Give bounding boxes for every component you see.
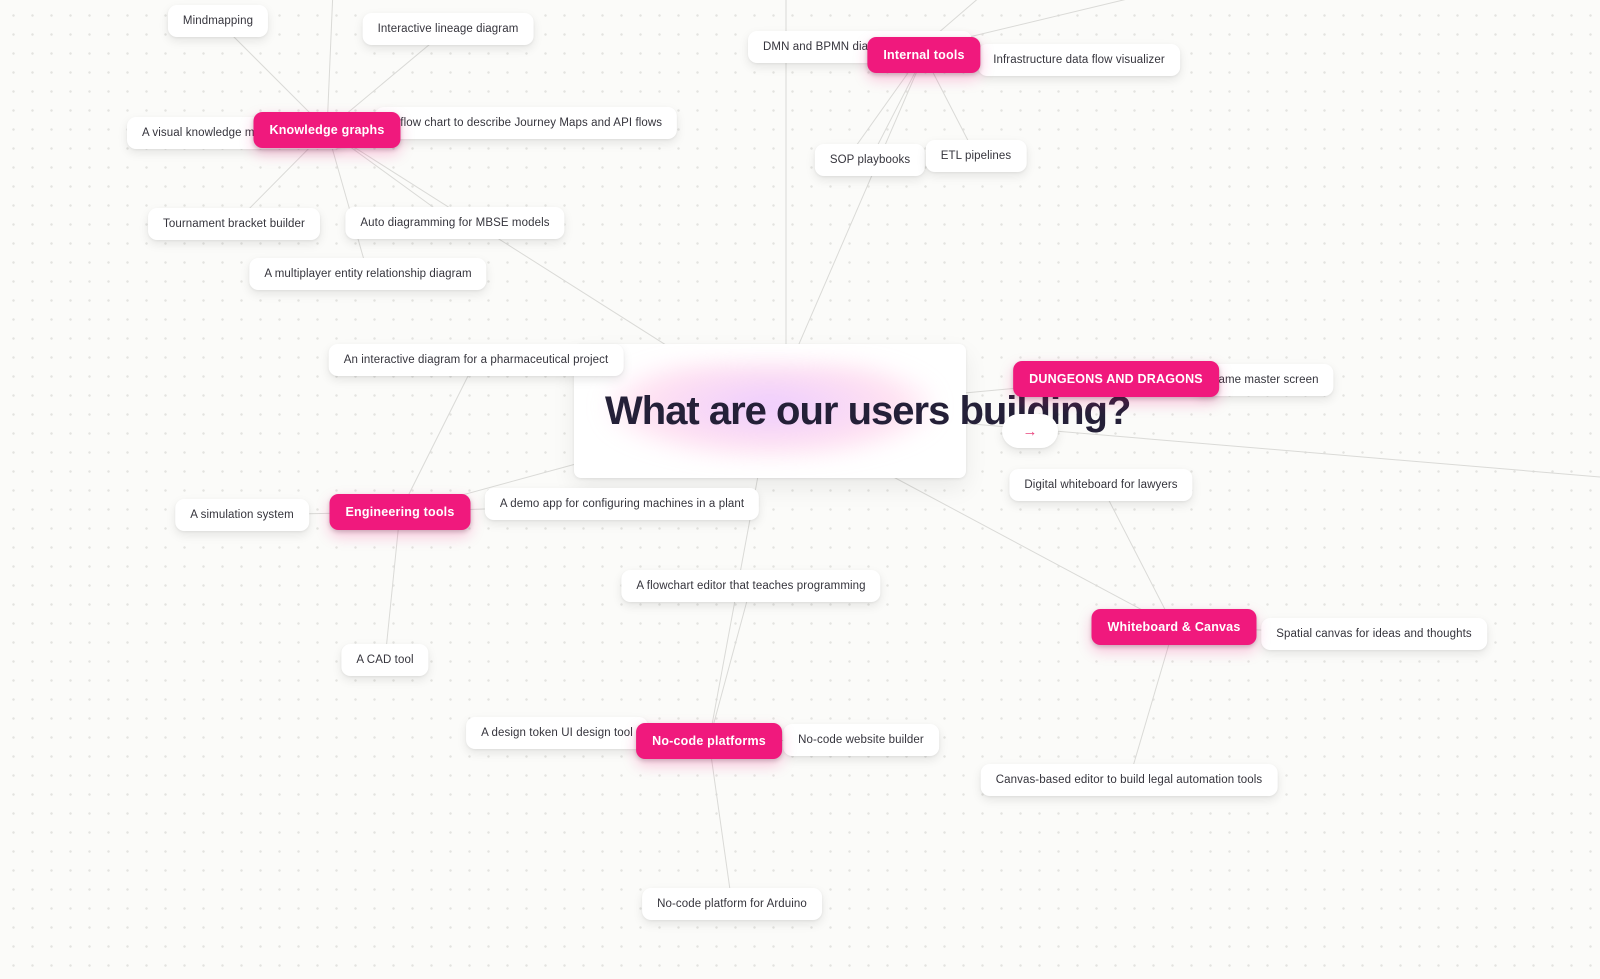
leaf-node-flow-journey[interactable]: A flow chart to describe Journey Maps an… (374, 107, 678, 139)
leaf-node-website-builder[interactable]: No-code website builder (783, 724, 939, 756)
category-node-whiteboard-canvas[interactable]: Whiteboard & Canvas (1091, 609, 1257, 645)
page-title: What are our users building? (605, 388, 1131, 433)
node-label: No-code platforms (652, 734, 766, 748)
leaf-node-design-token[interactable]: A design token UI design tool (466, 717, 648, 749)
leaf-node-spatial-canvas[interactable]: Spatial canvas for ideas and thoughts (1261, 618, 1487, 650)
node-label: Game master screen (1209, 374, 1319, 386)
node-label: SOP playbooks (829, 154, 911, 166)
node-label: Whiteboard & Canvas (1107, 620, 1241, 634)
node-label: Spatial canvas for ideas and thoughts (1276, 628, 1472, 640)
node-label: ETL pipelines (940, 150, 1012, 162)
category-node-no-code-platforms[interactable]: No-code platforms (636, 723, 782, 759)
node-label: A design token UI design tool (481, 727, 633, 739)
leaf-node-tournament[interactable]: Tournament bracket builder (148, 208, 320, 240)
connector-line (1128, 626, 1175, 781)
node-label: A simulation system (190, 509, 294, 521)
node-label: Interactive lineage diagram (377, 23, 519, 35)
node-label: Auto diagramming for MBSE models (360, 217, 550, 229)
connector-line (217, 20, 328, 131)
leaf-node-legal-canvas[interactable]: Canvas-based editor to build legal autom… (980, 764, 1278, 796)
node-label: Knowledge graphs (269, 123, 385, 137)
category-node-knowledge-graphs[interactable]: Knowledge graphs (253, 112, 401, 148)
node-label: Engineering tools (345, 505, 455, 519)
node-label: A flow chart to describe Journey Maps an… (389, 117, 663, 129)
leaf-node-mindmapping[interactable]: Mindmapping (167, 5, 269, 37)
node-label: A flowchart editor that teaches programm… (636, 580, 866, 592)
node-label: A CAD tool (356, 654, 414, 666)
node-label: Tournament bracket builder (163, 218, 305, 230)
category-node-dungeons[interactable]: DUNGEONS AND DRAGONS (1013, 361, 1219, 397)
connector-line (326, 0, 334, 131)
leaf-node-interactive-lineage[interactable]: Interactive lineage diagram (362, 13, 534, 45)
leaf-node-arduino[interactable]: No-code platform for Arduino (642, 888, 822, 920)
leaf-node-infra[interactable]: Infrastructure data flow visualizer (978, 44, 1180, 76)
node-label: DUNGEONS AND DRAGONS (1029, 372, 1203, 386)
node-label: Digital whiteboard for lawyers (1024, 479, 1178, 491)
leaf-node-multiplayer-er[interactable]: A multiplayer entity relationship diagra… (249, 258, 487, 290)
leaf-node-flowchart-teach[interactable]: A flowchart editor that teaches programm… (621, 570, 881, 602)
node-label: Infrastructure data flow visualizer (993, 54, 1165, 66)
category-node-internal-tools[interactable]: Internal tools (867, 37, 981, 73)
connector-line (708, 585, 752, 742)
leaf-node-demo-app[interactable]: A demo app for configuring machines in a… (484, 488, 760, 520)
leaf-node-digital-whiteboard-lawyers[interactable]: Digital whiteboard for lawyers (1009, 469, 1193, 501)
connector-line (326, 129, 369, 275)
node-label: A multiplayer entity relationship diagra… (264, 268, 472, 280)
node-label: Mindmapping (182, 15, 254, 27)
leaf-node-mbse[interactable]: Auto diagramming for MBSE models (345, 207, 565, 239)
category-node-engineering-tools[interactable]: Engineering tools (329, 494, 471, 530)
leaf-node-pharma[interactable]: An interactive diagram for a pharmaceuti… (328, 344, 624, 376)
node-label: A demo app for configuring machines in a… (499, 498, 745, 510)
leaf-node-cad[interactable]: A CAD tool (341, 644, 429, 676)
connector-line (399, 359, 477, 513)
node-label: Canvas-based editor to build legal autom… (995, 774, 1263, 786)
leaf-node-simulation[interactable]: A simulation system (175, 499, 309, 531)
connector-line (384, 511, 401, 661)
arrow-pill-node[interactable]: → (1002, 414, 1058, 448)
leaf-node-sop[interactable]: SOP playbooks (814, 144, 926, 176)
connector-line (947, 0, 1126, 43)
node-label: No-code website builder (798, 734, 924, 746)
leaf-node-etl[interactable]: ETL pipelines (925, 140, 1027, 172)
node-label: An interactive diagram for a pharmaceuti… (343, 354, 609, 366)
central-topic-node[interactable]: What are our users building? (574, 344, 1131, 478)
node-label: No-code platform for Arduino (657, 898, 807, 910)
right-arrow-icon: → (1022, 422, 1038, 440)
connector-line (1100, 484, 1175, 628)
connector-line (708, 740, 733, 905)
node-label: Internal tools (883, 48, 965, 62)
connector-line (855, 72, 909, 147)
connector-line (959, 422, 1600, 478)
